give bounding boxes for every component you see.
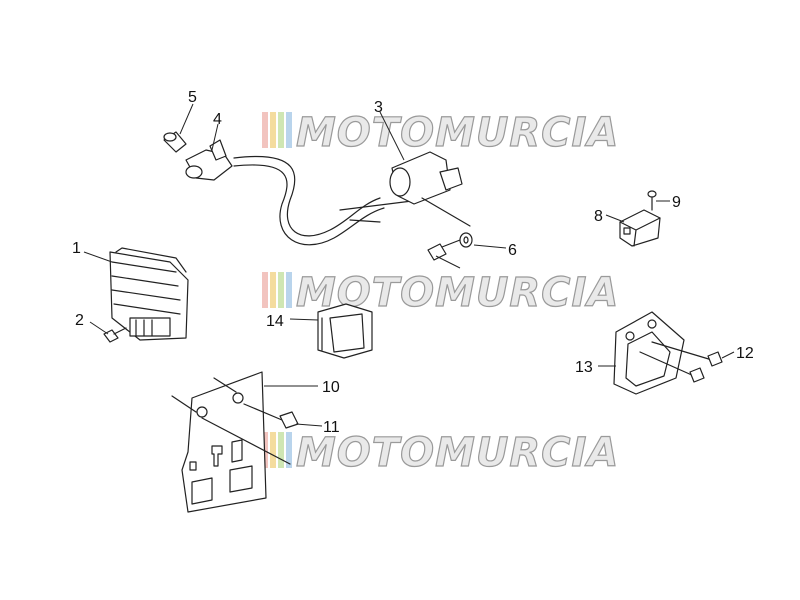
relay [619,209,661,247]
ht-cable [233,156,381,237]
callout-1: 1 [72,240,81,257]
ht-cable-edge [233,164,385,246]
callout-3: 3 [374,99,383,116]
leader-1 [83,251,113,263]
callout-2: 2 [75,312,84,329]
watermark-text: MOTOMURCIA [296,110,619,156]
ignition-coil [339,151,471,227]
callout-5: 5 [188,89,197,106]
leader-11 [295,423,323,427]
leader-4 [211,123,219,151]
bracket-module [613,311,685,395]
leader-6 [473,244,507,249]
rubber-holder [317,303,373,359]
mounting-plate [171,371,291,513]
watermark-text: MOTOMURCIA [296,430,619,476]
callout-4: 4 [213,111,222,128]
screw-6 [427,232,473,261]
screw-2 [103,327,127,343]
watermark-bottom: MOTOMURCIA [262,429,619,477]
leader-8 [605,214,625,223]
callout-12: 12 [736,345,754,362]
watermark-middle: MOTOMURCIA [262,269,619,317]
leader-5 [179,103,194,135]
callout-10: 10 [322,379,340,396]
leader-2 [89,321,109,335]
voltage-regulator [109,247,189,341]
callout-8: 8 [594,208,603,225]
callout-6: 6 [508,242,517,259]
leader-14 [289,318,319,321]
spark-plug-cap [185,139,233,181]
screws-12 [639,341,723,383]
leader-3 [379,111,405,161]
leader-12 [721,351,735,359]
watermark-top: MOTOMURCIA [262,109,619,157]
screw-9 [647,190,657,211]
bushing [163,131,187,153]
leader-6b [435,255,461,269]
callout-13: 13 [575,359,593,376]
callout-14: 14 [266,313,284,330]
callout-11: 11 [323,419,340,436]
callout-9: 9 [672,194,681,211]
